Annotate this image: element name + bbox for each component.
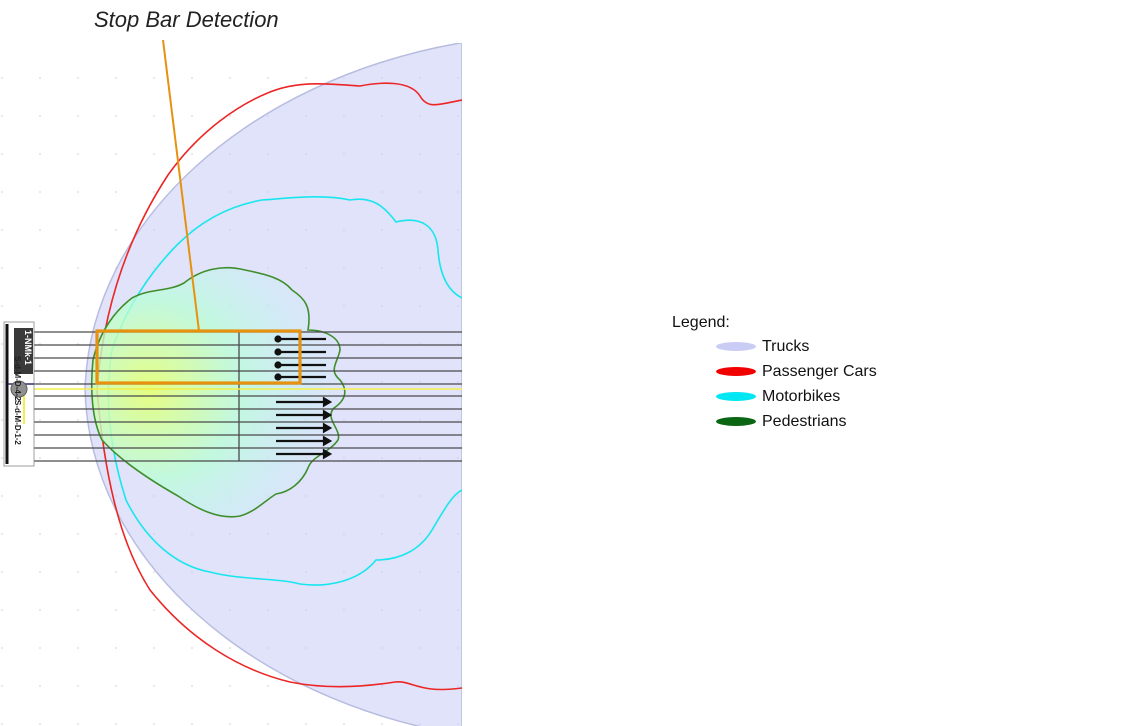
passenger-cars-swatch-icon <box>716 367 756 376</box>
legend-item-label: Passenger Cars <box>762 362 877 380</box>
legend-item-label: Trucks <box>762 337 810 355</box>
motorbikes-swatch-icon <box>716 392 756 401</box>
detection-range-map: S-d-M-D-4-2 1-NMk-1 S-d-M-D-1-2 <box>0 39 462 726</box>
trucks-swatch-icon <box>716 342 756 351</box>
legend-title: Legend: <box>672 314 730 331</box>
road-lanes <box>10 331 462 462</box>
legend-item-label: Motorbikes <box>762 387 841 405</box>
signal-head-label-3: S-d-M-D-1-2 <box>13 400 22 445</box>
pedestrians-swatch-icon <box>716 417 756 426</box>
signal-head-label-2: 1-NMk-1 <box>23 330 33 365</box>
legend-item-trucks: Trucks <box>672 334 877 359</box>
annotation-leader-line <box>162 39 200 332</box>
legend-item-pedestrians: Pedestrians <box>672 409 877 434</box>
lane-arrows <box>274 335 333 460</box>
signal-head-label-1: S-d-M-D-4-2 <box>13 356 22 401</box>
stop-bar-detection-label: Stop Bar Detection <box>94 7 279 32</box>
legend-item-motorbikes: Motorbikes <box>672 384 877 409</box>
legend-item-label: Pedestrians <box>762 412 847 430</box>
legend: Legend: Trucks Passenger Cars Motorbikes… <box>672 314 877 434</box>
legend-item-passenger-cars: Passenger Cars <box>672 359 877 384</box>
signal-head: S-d-M-D-4-2 1-NMk-1 S-d-M-D-1-2 <box>3 321 35 467</box>
